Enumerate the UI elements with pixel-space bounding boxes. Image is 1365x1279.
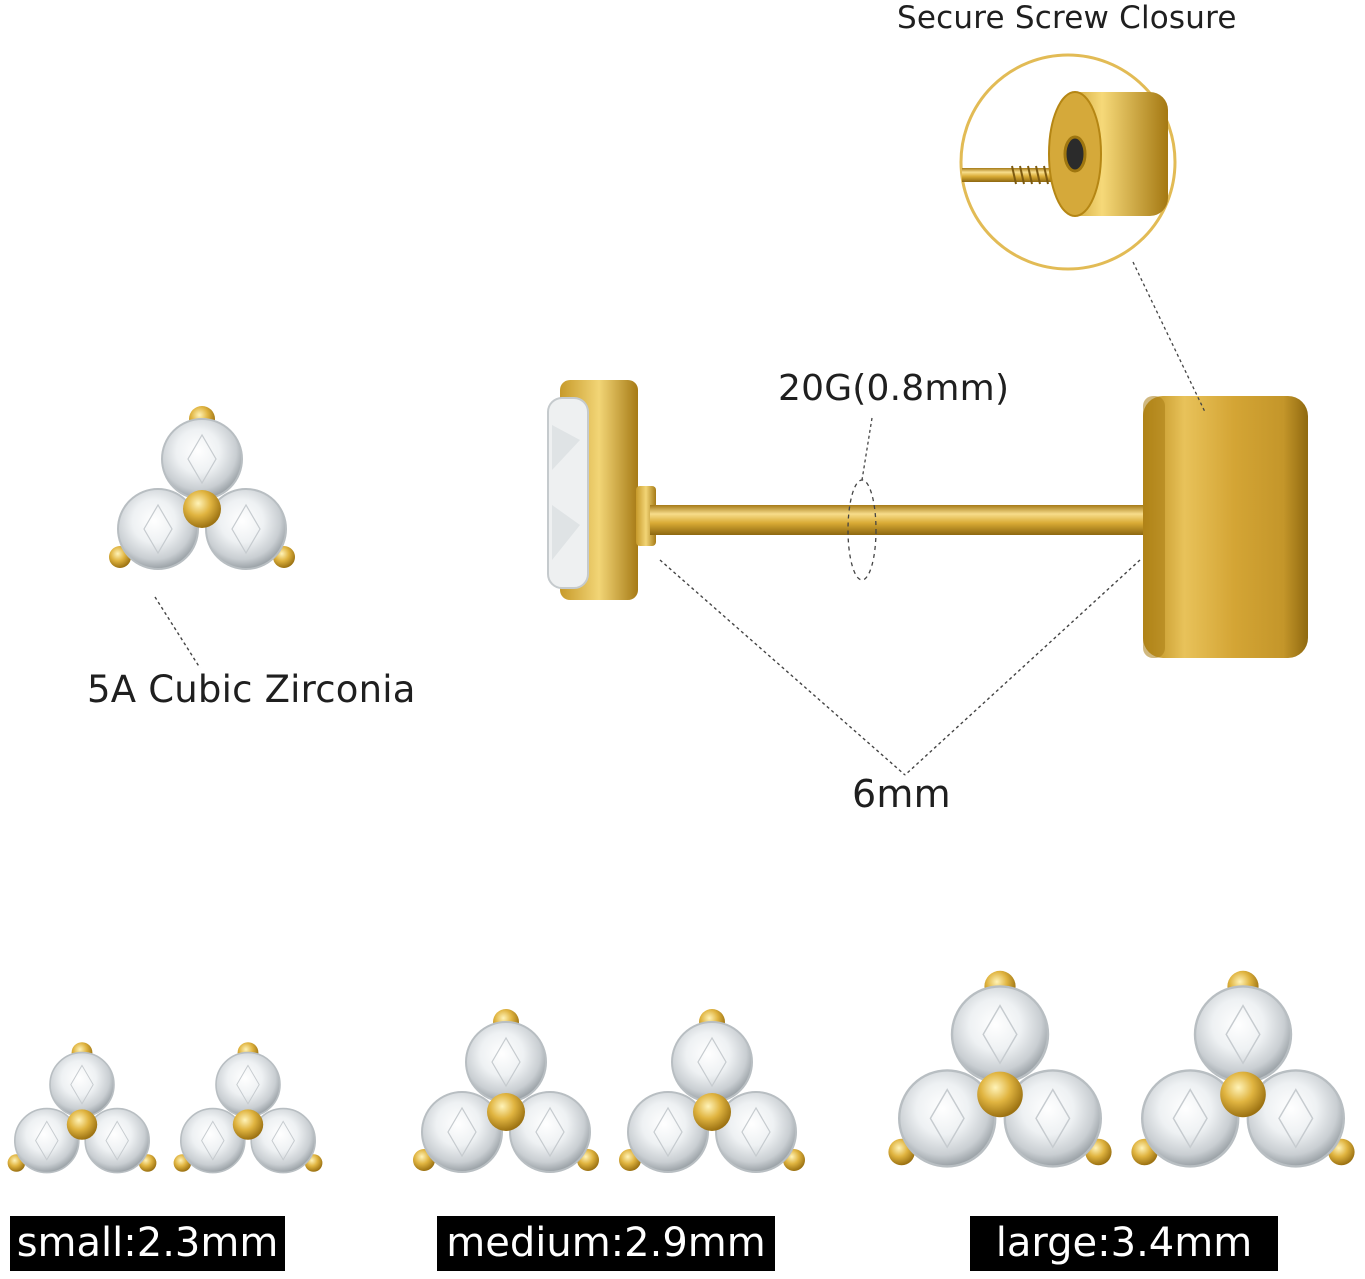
length-label: 6mm [852,772,951,816]
gauge-callout-line [861,417,873,481]
size-tag-small: small:2.3mm [10,1216,285,1271]
gauge-label: 20G(0.8mm) [778,368,1010,409]
stone-label: 5A Cubic Zirconia [87,668,416,711]
length-callout-lines [659,559,1141,776]
stud-pair-small [6,1041,324,1174]
closure-label: Secure Screw Closure [897,0,1237,36]
closure-callout-line [1132,261,1206,413]
size-tag-large: large:3.4mm [970,1216,1278,1271]
size-tag-medium: medium:2.9mm [437,1216,775,1271]
cz-stud-front-view [108,405,296,570]
stud-pair-medium [412,1008,806,1173]
stud-pair-large [887,969,1356,1168]
stone-callout-line [154,596,201,669]
earring-side-view [547,380,1308,658]
closure-detail-magnifier [959,53,1177,271]
